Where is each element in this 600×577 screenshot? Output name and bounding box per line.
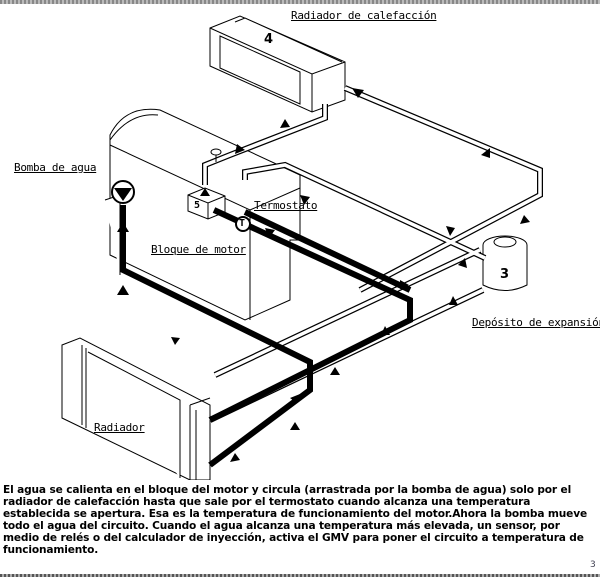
label-expansion-tank: Depósito de expansión — [472, 316, 600, 329]
expansion-tank — [482, 235, 528, 291]
caption-text: El agua se calienta en el bloque del mot… — [3, 484, 587, 556]
thermostat-symbol-letter: T — [239, 218, 245, 229]
radiator — [61, 337, 211, 480]
heater-radiator — [209, 15, 346, 113]
thermostat-icon — [235, 216, 251, 232]
expansion-tank-number: 3 — [500, 267, 509, 282]
heater-radiator-number: 4 — [264, 32, 273, 47]
bottom-border — [0, 574, 600, 577]
top-border — [0, 0, 600, 4]
label-radiator: Radiador — [94, 421, 145, 434]
label-engine-block: Bloque de motor — [151, 243, 246, 256]
cooling-circuit-diagram — [61, 15, 543, 480]
filler-cap — [210, 148, 222, 162]
label-heater-radiator: Radiador de calefacción — [291, 9, 437, 22]
water-pump-icon — [111, 180, 135, 204]
sensor-number: 5 — [194, 200, 200, 211]
label-water-pump: Bomba de agua — [14, 161, 97, 174]
label-thermostat: Termostato — [254, 199, 318, 212]
flow-arrows — [117, 88, 530, 462]
page-number: 3 — [590, 560, 596, 570]
main-circuit-pipes — [120, 205, 413, 468]
